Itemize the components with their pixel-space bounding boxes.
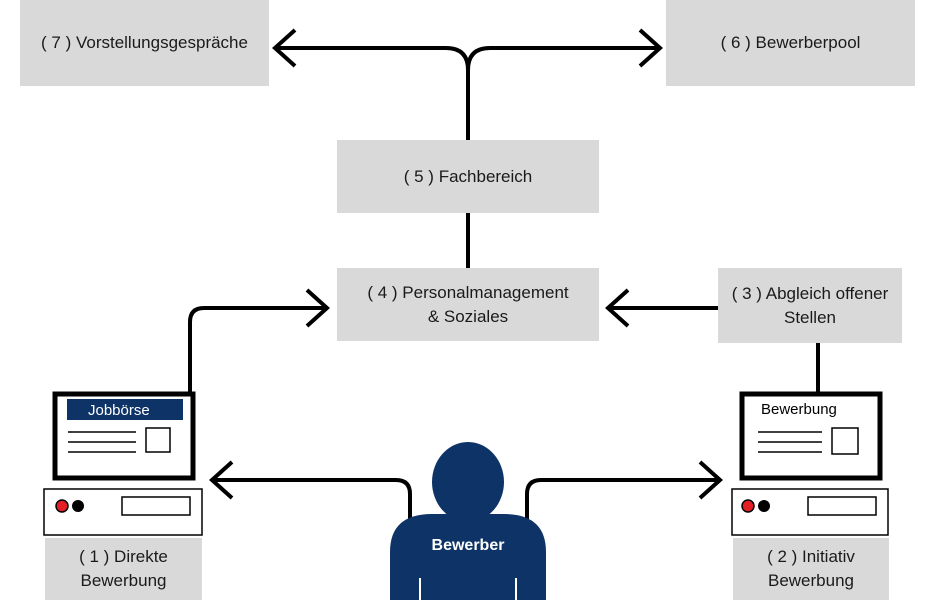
box-abgleich-line2: Stellen xyxy=(784,307,836,327)
arrow-head-bewerberpool xyxy=(638,28,663,68)
arrow-head-vorstellung xyxy=(272,28,297,68)
box-initiativ-bewerbung-line2: Bewerbung xyxy=(767,571,854,590)
person-body xyxy=(390,514,546,600)
jobboerse-title: Jobbörse xyxy=(88,402,150,419)
box-bewerberpool: ( 6 ) Bewerberpool xyxy=(666,0,915,86)
left-button-icon xyxy=(72,500,84,512)
arrow-head-left-computer xyxy=(209,460,234,500)
left-monitor: Jobbörse xyxy=(52,391,196,481)
box-direkte-bewerbung-line2: Bewerbung xyxy=(80,571,167,590)
box-fachbereich-label: ( 5 ) Fachbereich xyxy=(403,166,533,186)
arrow-head-personal-left xyxy=(305,288,330,328)
left-screen-image xyxy=(145,427,171,453)
right-monitor: Bewerbung xyxy=(739,391,883,481)
connector-fachbereich-fork xyxy=(466,46,660,140)
left-drive-slot xyxy=(121,496,191,516)
left-computer-case xyxy=(43,488,203,536)
box-vorstellungsgespraeche-label: ( 7 ) Vorstellungsgespräche xyxy=(41,33,248,52)
arrow-head-personal-right xyxy=(605,288,630,328)
right-computer-case xyxy=(731,488,889,536)
bewerbung-screen-title: Bewerbung xyxy=(761,401,837,418)
person-head xyxy=(432,442,504,522)
box-direkte-bewerbung-line1: ( 1 ) Direkte xyxy=(79,547,168,566)
box-initiativ-bewerbung: ( 2 ) Initiativ Bewerbung xyxy=(733,538,889,600)
jobboerse-title-bar xyxy=(67,399,183,420)
right-drive-slot xyxy=(807,496,877,516)
connector-jobboerse-personal xyxy=(188,306,327,392)
box-direkte-bewerbung: ( 1 ) Direkte Bewerbung xyxy=(45,538,202,600)
box-abgleich: ( 3 ) Abgleich offener Stellen xyxy=(718,268,902,343)
box-fachbereich: ( 5 ) Fachbereich xyxy=(337,140,599,213)
right-power-led-icon xyxy=(741,499,755,513)
box-personalmanagement: ( 4 ) Personalmanagement & Soziales xyxy=(337,268,599,341)
right-button-icon xyxy=(758,500,770,512)
connector-bewerber-right xyxy=(525,478,720,520)
box-bewerberpool-label: ( 6 ) Bewerberpool xyxy=(720,33,861,52)
box-initiativ-bewerbung-line1: ( 2 ) Initiativ xyxy=(767,547,855,566)
right-screen-lines xyxy=(758,431,822,453)
box-personalmanagement-line1: ( 4 ) Personalmanagement xyxy=(367,282,569,302)
person-label: Bewerber xyxy=(432,537,505,554)
right-screen-image xyxy=(831,427,859,455)
box-abgleich-line1: ( 3 ) Abgleich offener xyxy=(731,283,889,303)
left-screen-lines xyxy=(68,431,136,453)
connector-bewerber-left xyxy=(212,478,412,520)
person-icon: Bewerber xyxy=(390,442,546,600)
arrow-head-right-computer xyxy=(698,460,723,500)
connector-fork-left xyxy=(275,46,470,71)
left-power-led-icon xyxy=(55,499,69,513)
box-vorstellungsgespraeche: ( 7 ) Vorstellungsgespräche xyxy=(20,0,269,86)
box-personalmanagement-line2: & Soziales xyxy=(427,306,509,326)
